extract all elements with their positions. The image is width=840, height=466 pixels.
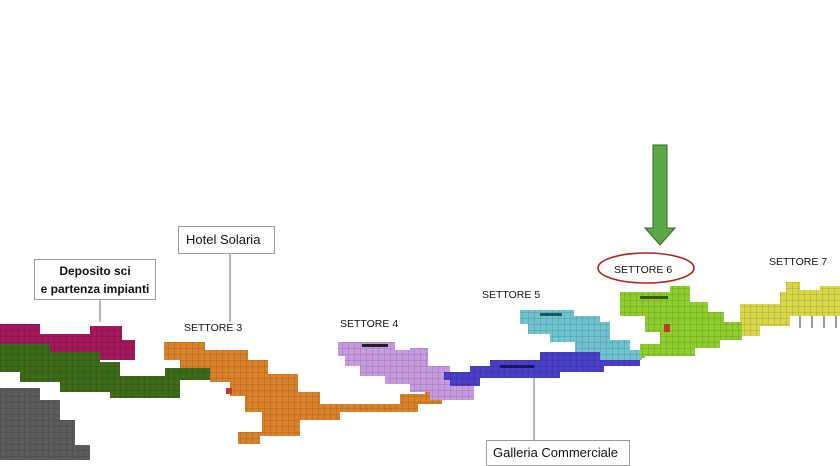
callout-galleria-commerciale: Galleria Commerciale [486, 440, 630, 466]
sector-label-5: SETTORE 5 [482, 289, 541, 301]
block-violet [338, 342, 474, 400]
block-dark-green [0, 344, 222, 398]
callout-leader-lines [99, 254, 535, 440]
block-gray [0, 388, 90, 460]
block-blue [444, 352, 640, 386]
callout-hotel-solaria: Hotel Solaria [178, 226, 275, 254]
block-yellow [740, 282, 840, 336]
sector-label-6: SETTORE 6 [614, 264, 673, 276]
callout-deposito-line2: e partenza impianti [40, 282, 150, 296]
sector-label-4: SETTORE 4 [340, 318, 399, 330]
sector-label-3: SETTORE 3 [184, 322, 243, 334]
block-lime [620, 286, 742, 358]
block-orange [164, 342, 442, 444]
arrow-down-icon [643, 144, 677, 246]
block-cyan [520, 310, 642, 360]
callout-deposito-line1: Deposito sci [59, 264, 131, 278]
highlight-ellipse [597, 252, 695, 284]
sector-label-7: SETTORE 7 [769, 256, 828, 268]
callout-deposito-sci: Deposito sci e partenza impianti [34, 259, 156, 300]
